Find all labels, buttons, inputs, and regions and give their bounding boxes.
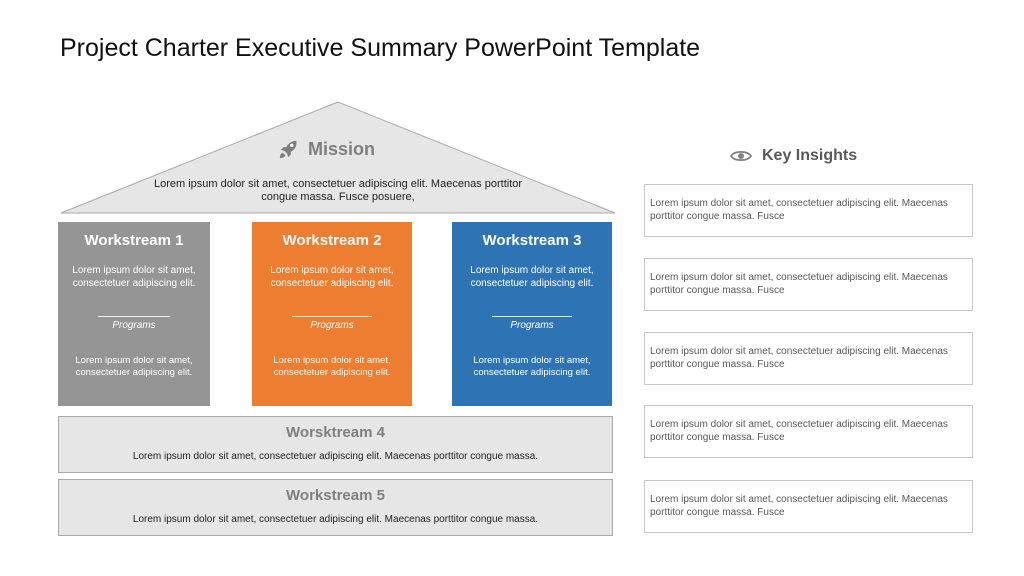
insight-box: Lorem ipsum dolor sit amet, consectetuer… <box>644 184 973 237</box>
workstream-3-title: Workstream 3 <box>482 232 582 249</box>
key-insights-title: Key Insights <box>762 147 858 164</box>
mission-title: Mission <box>308 138 376 159</box>
workstream-1-desc: Lorem ipsum dolor sit amet, consectetuer… <box>72 265 196 289</box>
workstream-2-programs: Programs <box>310 320 354 331</box>
workstream-5-floor: Workstream 5 Lorem ipsum dolor sit amet,… <box>58 479 613 536</box>
workstream-4-floor: Worsktream 4 Lorem ipsum dolor sit amet,… <box>58 416 613 473</box>
workstream-2-column: Workstream 2 Lorem ipsum dolor sit amet,… <box>252 222 412 406</box>
divider <box>492 316 572 317</box>
divider <box>292 316 372 317</box>
insight-box: Lorem ipsum dolor sit amet, consectetuer… <box>644 332 973 385</box>
workstream-1-programs: Programs <box>112 320 156 331</box>
rocket-icon <box>279 140 297 159</box>
eye-icon <box>730 151 752 161</box>
insight-box: Lorem ipsum dolor sit amet, consectetuer… <box>644 480 973 533</box>
divider <box>98 316 170 317</box>
workstream-1-programs-desc: Lorem ipsum dolor sit amet, consectetuer… <box>75 355 193 378</box>
mission-roof <box>60 101 616 214</box>
workstream-3-desc: Lorem ipsum dolor sit amet, consectetuer… <box>470 265 594 289</box>
workstream-2-programs-desc: Lorem ipsum dolor sit amet, consectetuer… <box>273 355 391 378</box>
workstream-2-desc: Lorem ipsum dolor sit amet, consectetuer… <box>270 265 394 289</box>
workstream-3-programs-desc: Lorem ipsum dolor sit amet, consectetuer… <box>473 355 591 378</box>
slide-title: Project Charter Executive Summary PowerP… <box>60 34 701 62</box>
mission-header: Mission <box>278 138 375 160</box>
workstream-3-programs: Programs <box>510 320 554 331</box>
workstream-4-text: Lorem ipsum dolor sit amet, consectetuer… <box>132 451 539 462</box>
workstream-5-title: Workstream 5 <box>286 487 385 504</box>
insight-box: Lorem ipsum dolor sit amet, consectetuer… <box>644 258 973 311</box>
key-insights-header: Key Insights <box>730 147 857 165</box>
mission-text: Lorem ipsum dolor sit amet, consectetuer… <box>153 178 523 203</box>
workstream-4-title: Worsktream 4 <box>286 424 385 441</box>
insight-box: Lorem ipsum dolor sit amet, consectetuer… <box>644 405 973 458</box>
workstream-1-title: Workstream 1 <box>84 232 184 249</box>
workstream-2-title: Workstream 2 <box>282 232 382 249</box>
workstream-5-text: Lorem ipsum dolor sit amet, consectetuer… <box>132 514 539 525</box>
workstream-1-column: Workstream 1 Lorem ipsum dolor sit amet,… <box>58 222 210 406</box>
workstream-3-column: Workstream 3 Lorem ipsum dolor sit amet,… <box>452 222 612 406</box>
